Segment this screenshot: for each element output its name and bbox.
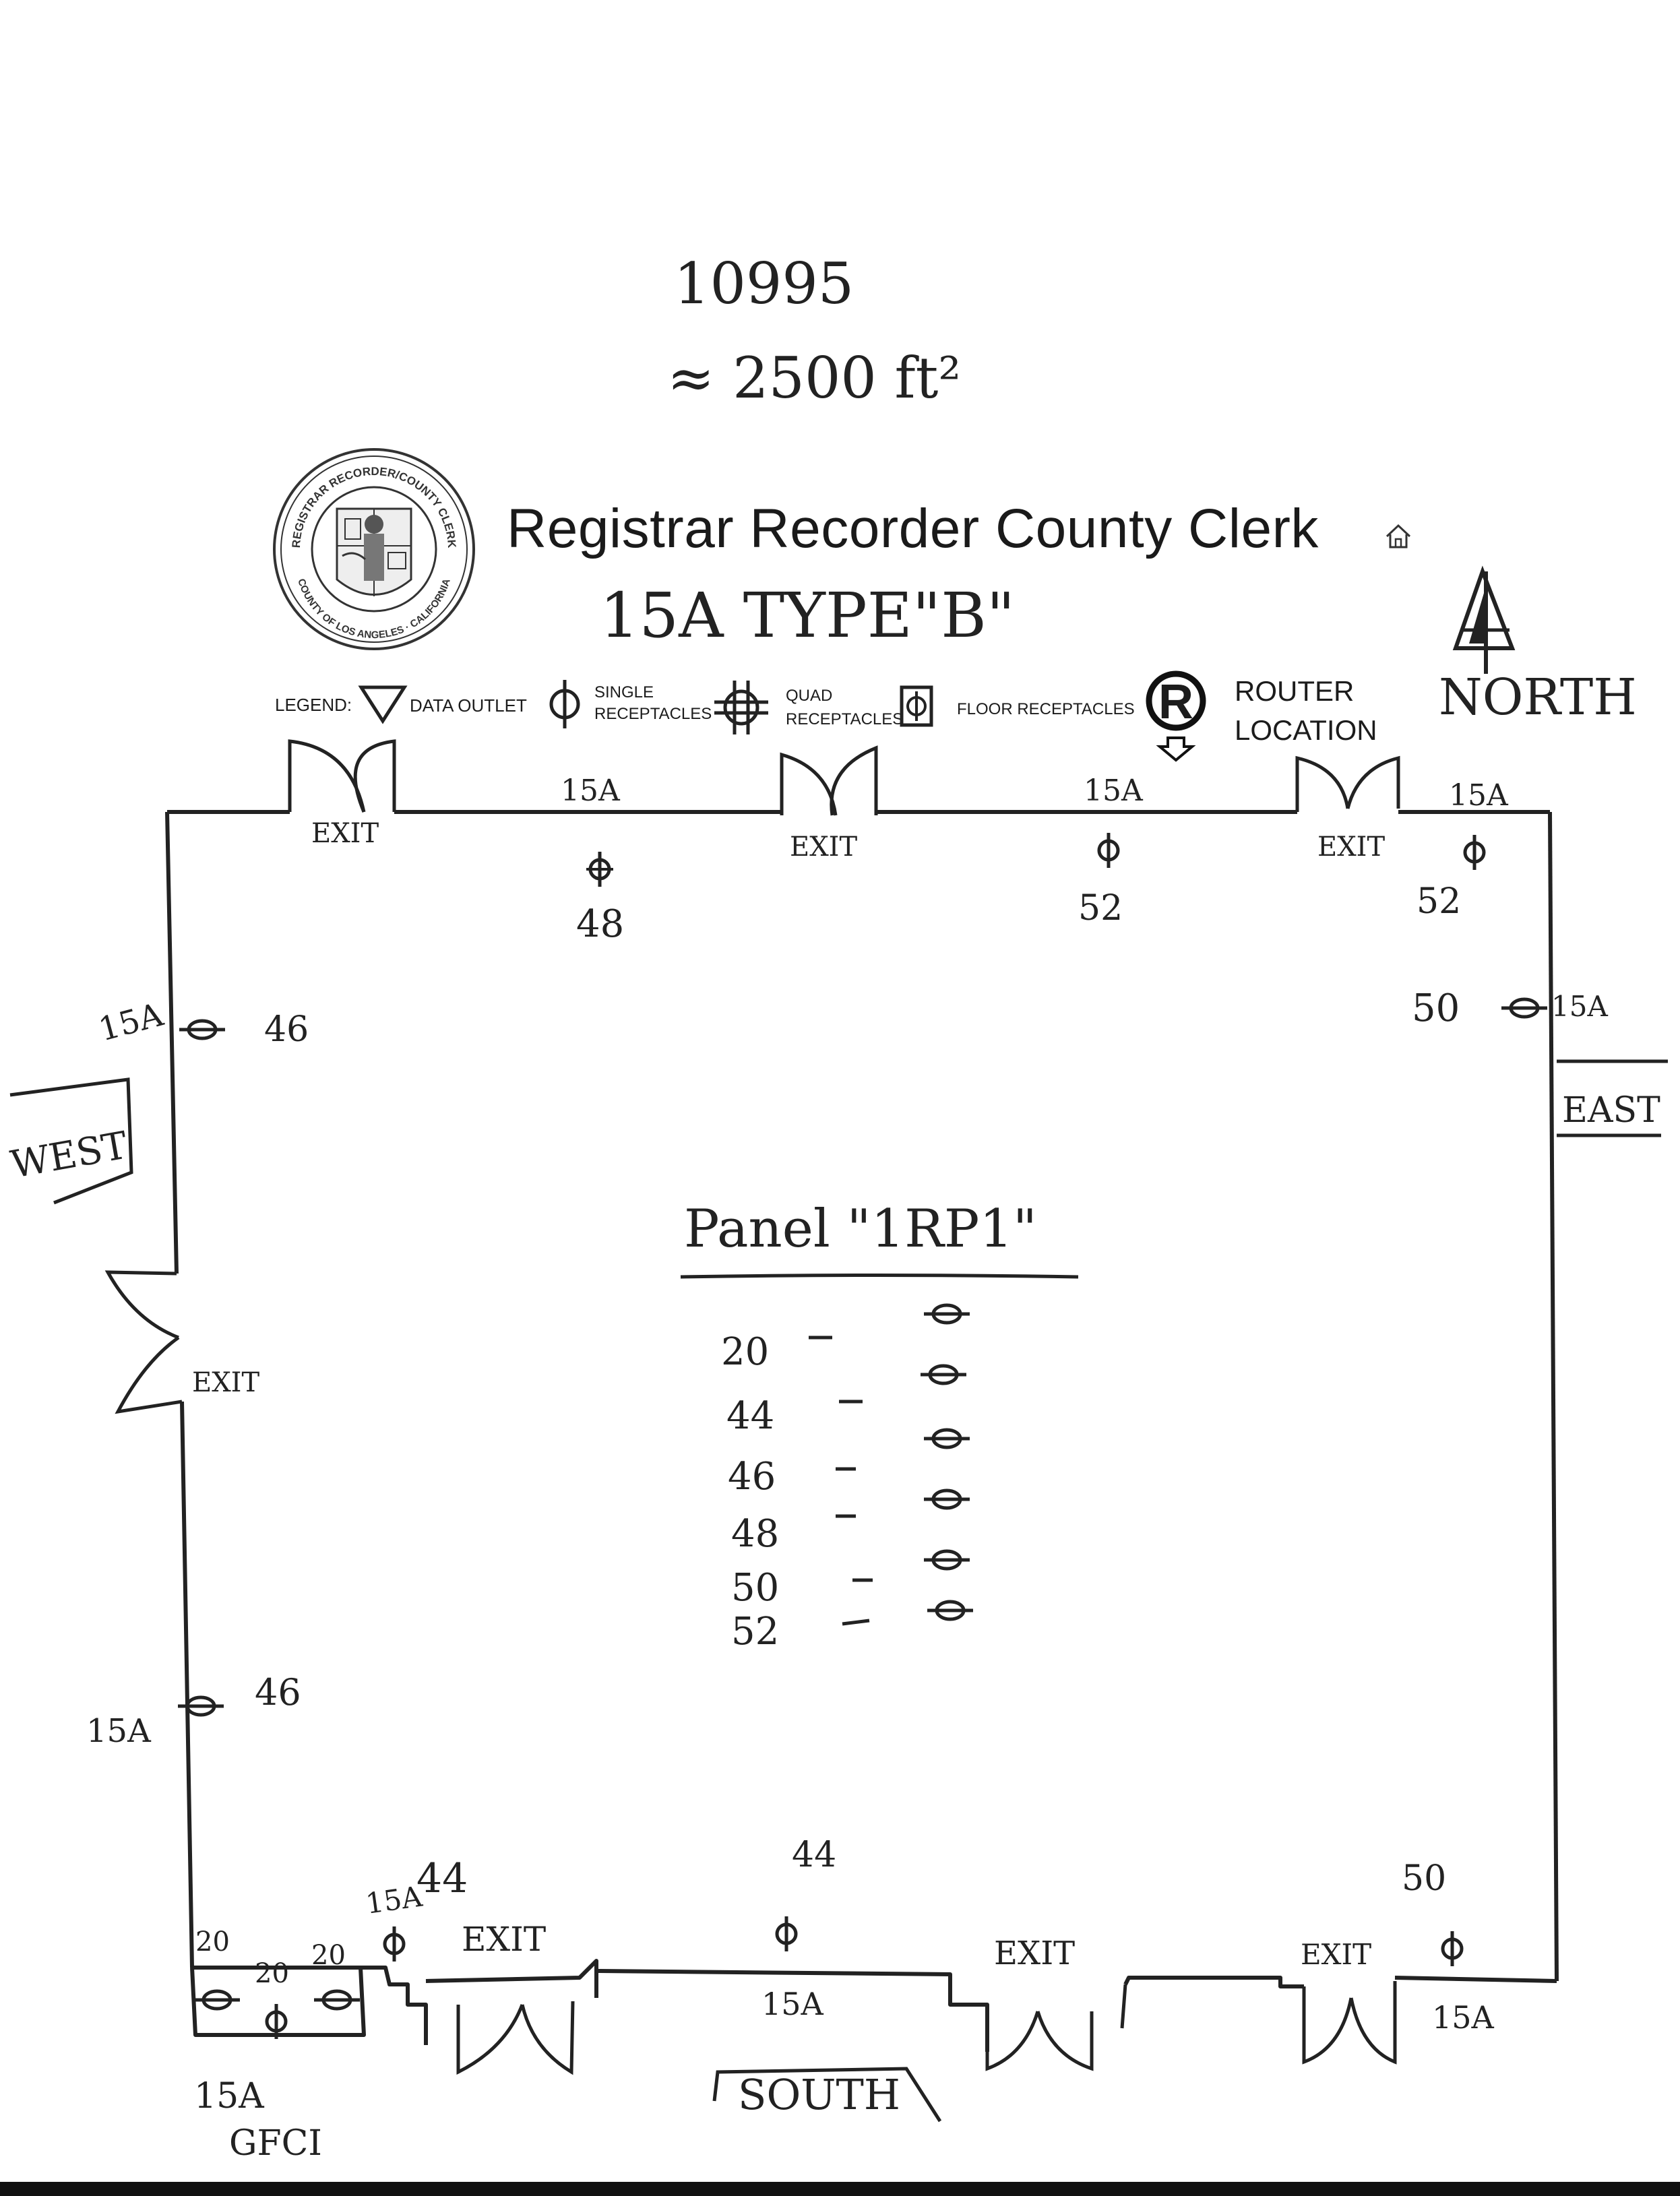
exit-label-west: EXIT	[192, 1367, 259, 1398]
outlet-south-left: 15A 44	[364, 1855, 468, 1962]
legend-single-2: RECEPTACLES	[594, 705, 712, 723]
outlet-west-bottom: 15A 46	[86, 1671, 301, 1750]
svg-text:50: 50	[1412, 986, 1460, 1030]
north-label: NORTH	[1439, 668, 1637, 726]
exit-label-north-3: EXIT	[1317, 832, 1385, 862]
data-outlet-icon	[358, 685, 408, 724]
panel-row: 48	[731, 1491, 970, 1556]
exit-label-south-1: EXIT	[462, 1920, 546, 1959]
subtitle: 15A TYPE"B"	[600, 579, 1015, 652]
east-label-box	[1557, 1059, 1668, 1137]
svg-text:15A: 15A	[561, 774, 621, 808]
single-receptacle-icon	[549, 680, 580, 728]
room-walls	[165, 810, 1559, 2052]
outlet-north-1: 15A 48	[561, 774, 624, 946]
svg-text:GFCI: GFCI	[229, 2123, 322, 2164]
svg-text:44: 44	[416, 1855, 468, 1902]
svg-text:48: 48	[576, 902, 624, 946]
svg-text:15A: 15A	[761, 1986, 824, 2022]
svg-text:44: 44	[792, 1835, 836, 1875]
exit-label-south-2: EXIT	[994, 1935, 1075, 1972]
north-arrow-icon	[1452, 565, 1516, 674]
svg-text:20: 20	[255, 1958, 289, 1989]
home-icon[interactable]	[1383, 520, 1414, 551]
note-number: 10995	[674, 251, 854, 317]
panel-row: 46	[728, 1430, 970, 1499]
svg-text:20: 20	[721, 1330, 769, 1374]
svg-text:44: 44	[726, 1394, 774, 1438]
panel-row: 44	[726, 1366, 966, 1438]
panel-schedule: Panel "1RP1" 20 44 46 48 50 52	[680, 1199, 1079, 1654]
svg-text:15A: 15A	[95, 995, 168, 1048]
svg-text:20: 20	[311, 1940, 346, 1971]
legend-router-1: ROUTER	[1235, 675, 1354, 707]
south-label-box	[712, 2067, 942, 2123]
page-title: Registrar Recorder County Clerk	[507, 498, 1319, 559]
exit-label-north-1: EXIT	[311, 818, 379, 849]
svg-text:46: 46	[728, 1455, 776, 1499]
svg-text:20: 20	[195, 1926, 230, 1957]
svg-text:50: 50	[1402, 1858, 1446, 1899]
page-bottom-edge	[0, 2182, 1680, 2196]
svg-text:15A: 15A	[1432, 1999, 1495, 2036]
panel-row: 52	[731, 1602, 973, 1654]
outlet-south-mid: 44 15A	[761, 1835, 836, 2022]
legend-router-2: LOCATION	[1235, 714, 1377, 746]
exit-label-south-3: EXIT	[1301, 1938, 1371, 1971]
svg-text:46: 46	[264, 1009, 309, 1050]
south-exit-doors	[456, 1981, 1397, 2075]
legend: LEGEND: DATA OUTLET SINGLE RECEPTACLES Q…	[275, 670, 1377, 762]
svg-text:15A: 15A	[364, 1880, 425, 1920]
panel-row: 50	[731, 1551, 970, 1610]
svg-text:46: 46	[255, 1671, 301, 1714]
legend-quad-1: QUAD	[786, 687, 832, 705]
outlet-west-top: 15A 46	[95, 995, 309, 1050]
svg-text:52: 52	[1078, 888, 1123, 929]
legend-quad-2: RECEPTACLES	[786, 710, 903, 728]
floor-receptacle-icon	[900, 685, 933, 727]
exit-label-north-2: EXIT	[790, 832, 857, 862]
quad-receptacle-icon	[714, 681, 768, 734]
west-exit-door	[104, 1270, 183, 1414]
legend-single-1: SINGLE	[594, 683, 654, 701]
svg-text:15A: 15A	[1449, 778, 1509, 813]
outlet-south-right: 50 15A	[1402, 1858, 1495, 2036]
legend-data-outlet: DATA OUTLET	[410, 695, 527, 716]
panel-row: 20	[721, 1305, 970, 1374]
svg-text:15A: 15A	[194, 2076, 265, 2116]
svg-text:15A: 15A	[1551, 990, 1608, 1023]
outlet-north-2: 15A 52	[1078, 774, 1144, 929]
outlet-north-3: 15A 52	[1417, 778, 1509, 922]
svg-text:52: 52	[731, 1610, 779, 1654]
svg-text:50: 50	[731, 1566, 779, 1610]
svg-text:48: 48	[731, 1512, 779, 1556]
panel-title: Panel "1RP1"	[684, 1199, 1037, 1259]
outlet-gfci-box: 20 20 20 15A GFCI	[194, 1926, 360, 2164]
west-label: WEST	[7, 1124, 131, 1187]
router-letter: R	[1158, 675, 1193, 729]
svg-text:15A: 15A	[86, 1712, 152, 1750]
outlet-east: 50 15A	[1412, 986, 1608, 1030]
north-exit-doors	[288, 739, 1400, 816]
east-label: EAST	[1562, 1090, 1660, 1131]
svg-text:52: 52	[1417, 881, 1461, 922]
south-label: SOUTH	[738, 2070, 900, 2119]
county-seal-logo: REGISTRAR RECORDER/COUNTY CLERK COUNTY O…	[273, 448, 475, 650]
router-icon: R	[1146, 670, 1206, 762]
legend-label: LEGEND:	[275, 695, 352, 715]
note-area: ≈ 2500 ft²	[667, 345, 961, 411]
west-label-box	[9, 1077, 133, 1205]
legend-floor: FLOOR RECEPTACLES	[957, 700, 1135, 718]
svg-text:15A: 15A	[1084, 774, 1144, 808]
